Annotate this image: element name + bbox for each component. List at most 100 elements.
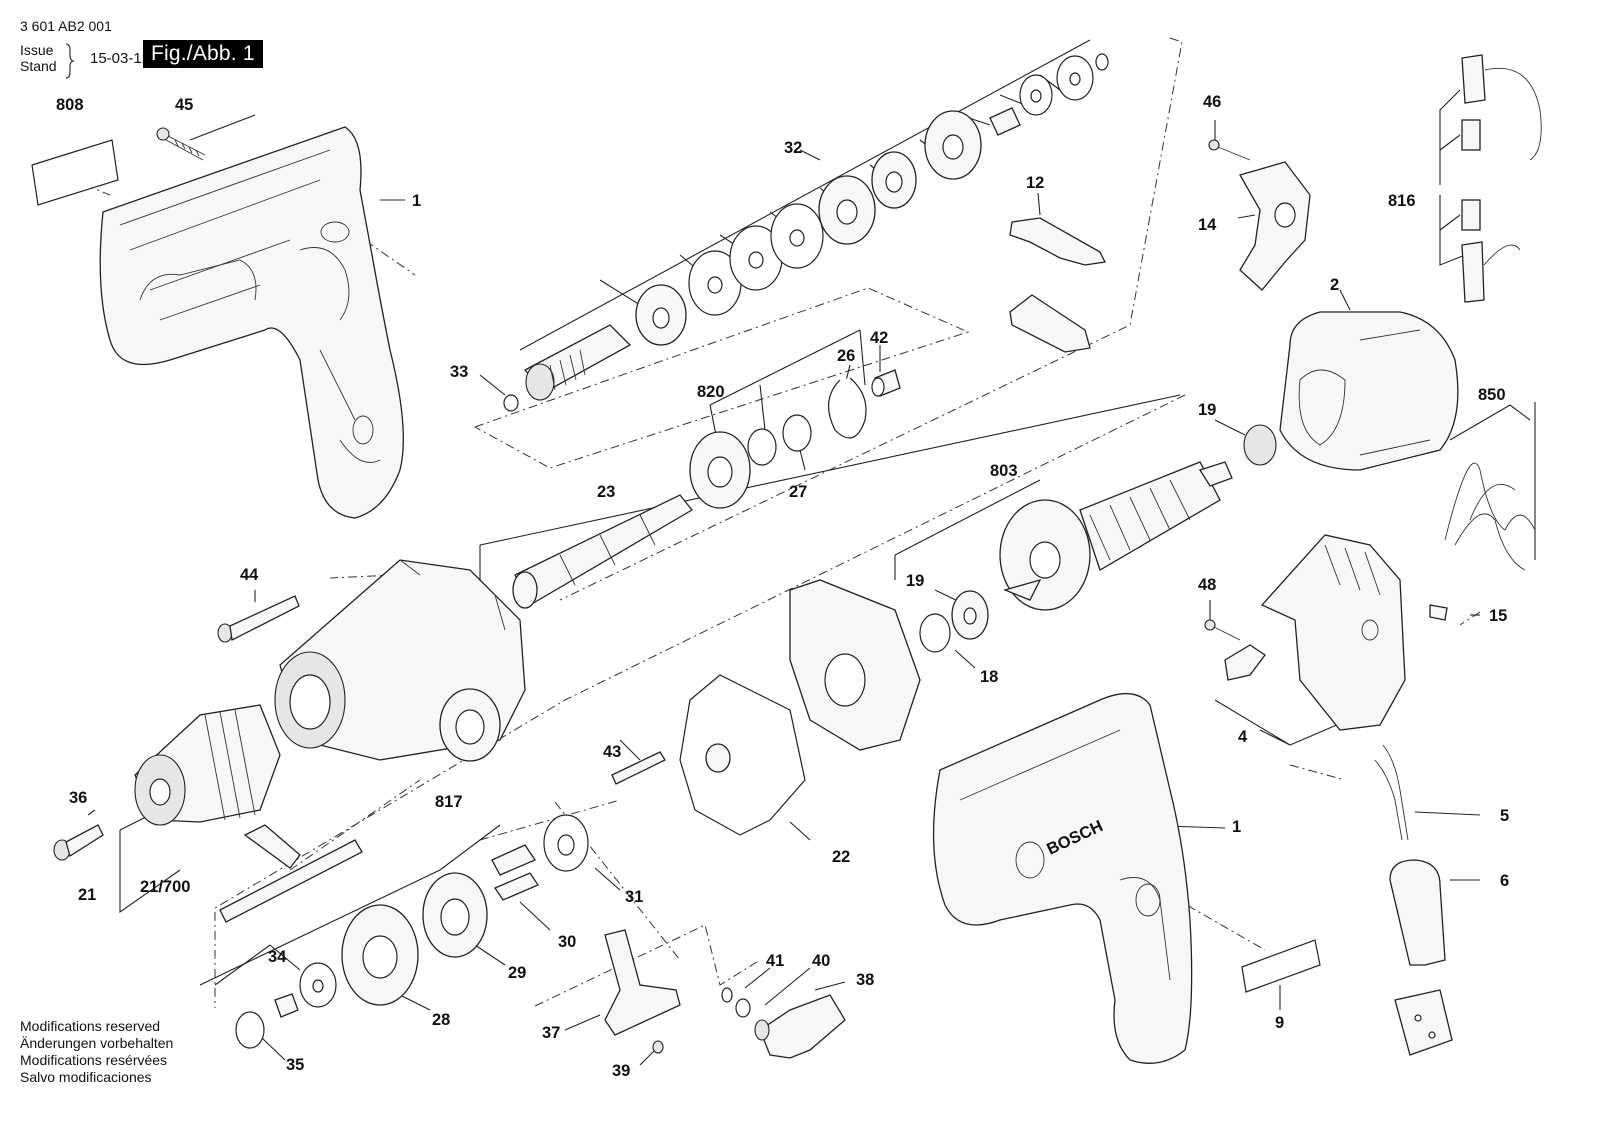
callout-12: 12 (1026, 174, 1044, 192)
callout-18: 18 (980, 668, 998, 686)
callout-40: 40 (812, 952, 830, 970)
part-26-circlip (828, 377, 867, 439)
callout-22: 22 (832, 848, 850, 866)
callout-808: 808 (56, 96, 84, 114)
callout-4: 4 (1238, 728, 1248, 746)
callout-820: 820 (697, 383, 725, 401)
part-39-pin (652, 1040, 664, 1054)
callout-33: 33 (450, 363, 468, 381)
callout-28: 28 (432, 1011, 450, 1029)
callout-35: 35 (286, 1056, 304, 1074)
part-36-screw (53, 824, 104, 861)
part-808-label (31, 139, 119, 206)
part-4-switch (1224, 534, 1406, 731)
callout-43: 43 (603, 743, 621, 761)
part-48-screw (1204, 619, 1241, 641)
callout-23: 23 (597, 483, 615, 501)
part-19-bearing-lower (951, 590, 989, 640)
part-45-screw (156, 127, 206, 161)
part-15-cap (1429, 604, 1448, 621)
part-1-housing-right: BOSCH (932, 693, 1193, 1064)
callout-45: 45 (175, 96, 193, 114)
part-6-strain-relief (1389, 859, 1453, 1056)
part-28-gear (341, 904, 419, 1006)
part-820-bearing (689, 431, 751, 509)
part-38-selector-knob (754, 994, 846, 1059)
callout-5: 5 (1500, 807, 1509, 825)
notice-line-de: Änderungen vorbehalten (20, 1035, 174, 1051)
part-2-field-stator (1243, 311, 1459, 471)
callout-36: 36 (69, 789, 87, 807)
part-34-washer (274, 962, 337, 1018)
part-5-power-cable (1374, 744, 1409, 841)
part-21-chuck (134, 704, 281, 826)
part-41-circlip (721, 987, 733, 1003)
issue-stand-label: Issue Stand (20, 42, 57, 74)
document-number: 3 601 AB2 001 (20, 18, 112, 34)
part-33-circlip (503, 394, 519, 412)
figure-label: Fig./Abb. 1 (143, 40, 263, 68)
callout-9: 9 (1275, 1014, 1284, 1032)
gear-train-parts (523, 53, 1109, 401)
part-bearing-flange (789, 579, 921, 751)
callout-46: 46 (1203, 93, 1221, 111)
notice-line-en: Modifications reserved (20, 1018, 161, 1034)
callout-31: 31 (625, 888, 643, 906)
callout-27: 27 (789, 483, 807, 501)
callout-37: 37 (542, 1024, 560, 1042)
modifications-notice: Modifications reserved Änderungen vorbeh… (20, 1018, 173, 1086)
callout-21: 21 (78, 886, 96, 904)
part-1-housing-left (99, 126, 404, 519)
issue-label: Issue (20, 42, 54, 58)
part-40-washer (735, 998, 751, 1018)
issue-brace (65, 43, 75, 79)
part-9-label (1241, 939, 1321, 993)
stand-label: Stand (20, 58, 57, 74)
issue-date: 15-03-12 (90, 50, 151, 67)
callout-38: 38 (856, 971, 874, 989)
callout-44: 44 (240, 566, 259, 584)
callout-816: 816 (1388, 192, 1416, 210)
callout-39: 39 (612, 1062, 630, 1080)
callout-2: 2 (1330, 276, 1339, 294)
part-820-circlip (747, 428, 777, 466)
callout-19-mid: 19 (906, 572, 924, 590)
part-35-disc (235, 1011, 265, 1049)
part-12-clips (1009, 217, 1106, 353)
part-816-carbon-brushes (1461, 54, 1542, 303)
part-43-pin (611, 751, 666, 785)
callout-21-700: 21/700 (140, 878, 190, 896)
callout-1-bottom: 1 (1232, 818, 1241, 836)
callout-numbers: 808 45 1 32 12 46 14 816 33 820 26 42 2 … (56, 93, 1509, 1080)
callout-1-top: 1 (412, 192, 421, 210)
callout-30: 30 (558, 933, 576, 951)
callout-19-top: 19 (1198, 401, 1216, 419)
callout-14: 14 (1198, 216, 1217, 234)
callout-850: 850 (1478, 386, 1506, 404)
part-37-shift-fork (604, 929, 681, 1036)
part-22-gasket (679, 674, 806, 836)
part-31-washer (543, 814, 589, 872)
part-27-ring (782, 414, 812, 452)
assembly-outlines (84, 37, 1481, 1008)
callout-29: 29 (508, 964, 526, 982)
part-18-ring (919, 613, 951, 653)
part-29-gear (422, 872, 488, 958)
callout-817: 817 (435, 793, 463, 811)
part-23-spindle (512, 494, 693, 609)
part-44-bolt (217, 595, 300, 643)
callout-48: 48 (1198, 576, 1216, 594)
part-850-wires (1444, 462, 1536, 571)
callout-803: 803 (990, 462, 1018, 480)
part-gear-housing (274, 559, 526, 762)
notice-line-es: Salvo modificaciones (20, 1069, 152, 1085)
part-30-clips (491, 844, 539, 901)
part-14-bracket (1239, 161, 1311, 291)
part-42-bushing (871, 369, 901, 397)
callout-34: 34 (268, 948, 287, 966)
part-21-700-chuck-key (219, 824, 363, 923)
callout-32: 32 (784, 139, 802, 157)
callout-26: 26 (837, 347, 855, 365)
callout-15: 15 (1489, 607, 1507, 625)
